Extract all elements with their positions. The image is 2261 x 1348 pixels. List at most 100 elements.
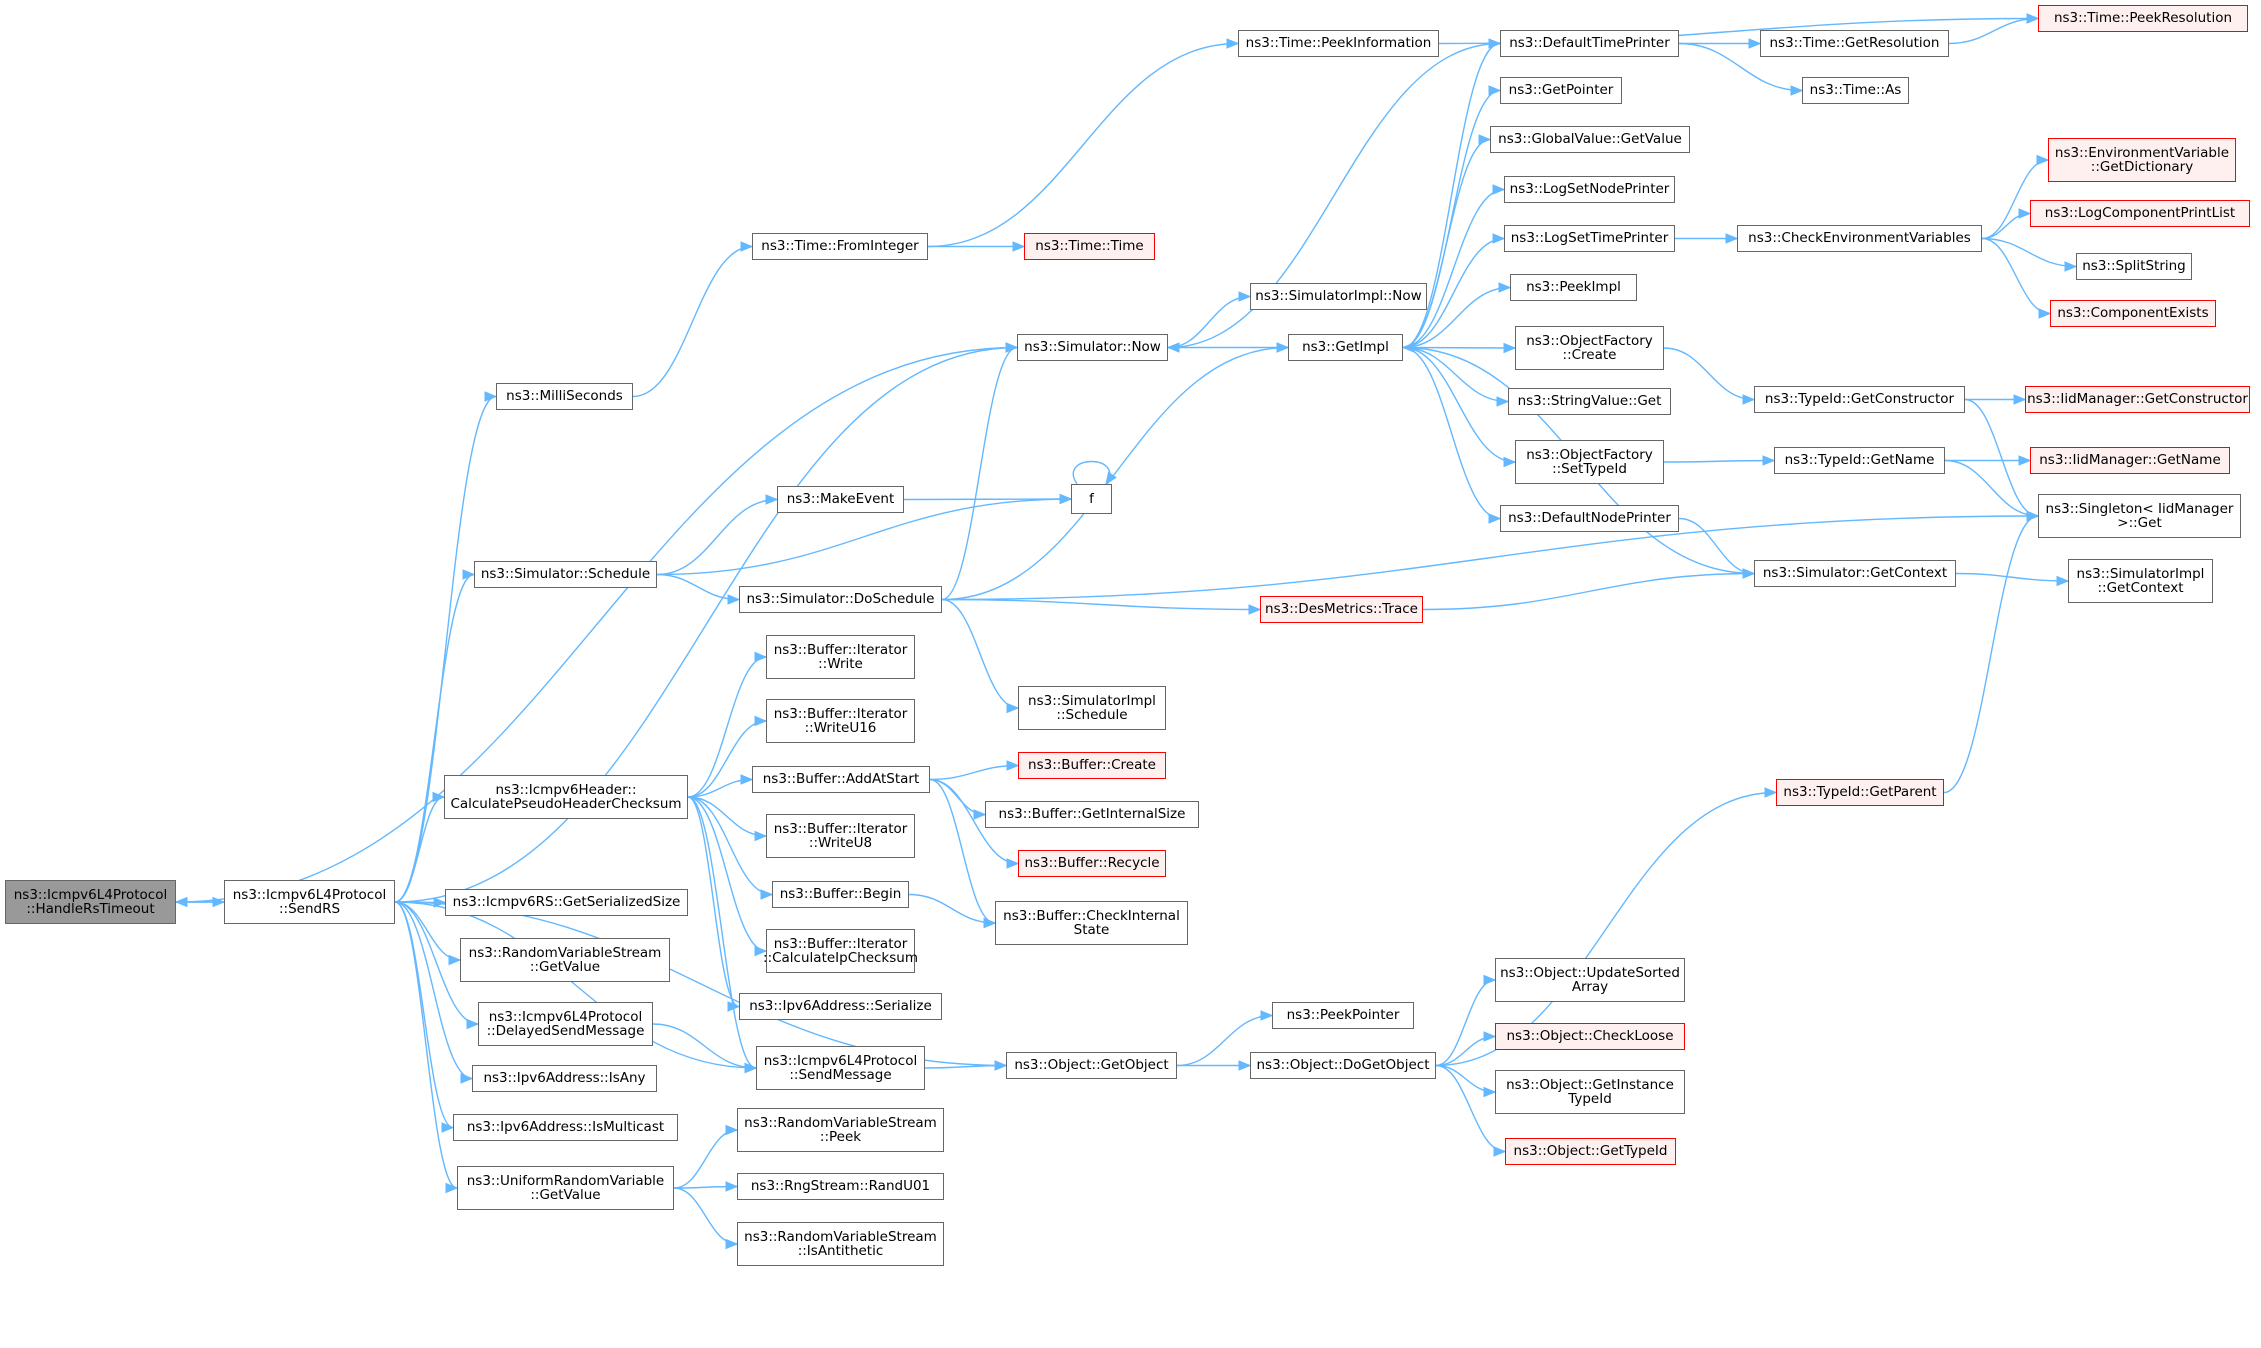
node-checkLoose[interactable]: ns3::Object::CheckLoose [1495, 1023, 1685, 1050]
node-bufAddAtStart[interactable]: ns3::Buffer::AddAtStart [752, 766, 930, 793]
arrowhead-icon [1764, 787, 1778, 798]
node-defaultTimePrinter[interactable]: ns3::DefaultTimePrinter [1500, 30, 1679, 57]
node-typeIdGetParent[interactable]: ns3::TypeId::GetParent [1776, 779, 1944, 806]
node-typeIdGetName[interactable]: ns3::TypeId::GetName [1774, 447, 1945, 474]
node-label: >::Get [2117, 515, 2162, 531]
node-label: ::GetContext [2097, 580, 2184, 596]
node-delayedSendMessage[interactable]: ns3::Icmpv6L4Protocol::DelayedSendMessag… [478, 1002, 653, 1046]
node-label: ns3::MilliSeconds [506, 388, 623, 405]
node-bufCreate[interactable]: ns3::Buffer::Create [1018, 752, 1166, 779]
node-sendRS[interactable]: ns3::Icmpv6L4Protocol::SendRS [224, 880, 395, 924]
edge-delayedSendMessage-to-sendMessage [652, 1023, 757, 1069]
node-defaultNodePrinter[interactable]: ns3::DefaultNodePrinter [1500, 505, 1679, 532]
edge-defaultTimePrinter-to-simulatorNow [1167, 42, 1501, 349]
node-timeTime[interactable]: ns3::Time::Time [1024, 233, 1155, 260]
arrowhead-icon [760, 889, 774, 900]
node-calcPseudo[interactable]: ns3::Icmpv6Header::CalculatePseudoHeader… [444, 775, 688, 819]
node-doSchedule[interactable]: ns3::Simulator::DoSchedule [739, 586, 942, 613]
node-label: ns3::SimulatorImpl [1028, 692, 1156, 709]
node-objFactoryCreate[interactable]: ns3::ObjectFactory::Create [1515, 326, 1664, 370]
node-getPointer[interactable]: ns3::GetPointer [1500, 77, 1622, 104]
node-desMetricsTrace[interactable]: ns3::DesMetrics::Trace [1260, 596, 1423, 623]
arrowhead-icon [1238, 1060, 1252, 1071]
arrowhead-icon [466, 1018, 480, 1030]
node-envVarGetDictionary[interactable]: ns3::EnvironmentVariable::GetDictionary [2048, 138, 2236, 182]
arrowhead-icon [754, 651, 768, 663]
node-simImplSchedule[interactable]: ns3::SimulatorImpl::Schedule [1018, 686, 1166, 730]
node-globalValueGetValue[interactable]: ns3::GlobalValue::GetValue [1490, 126, 1690, 153]
node-typeIdGetConstructor[interactable]: ns3::TypeId::GetConstructor [1754, 386, 1965, 413]
node-simulatorSchedule[interactable]: ns3::Simulator::Schedule [474, 561, 657, 588]
node-peekImpl[interactable]: ns3::PeekImpl [1510, 274, 1637, 301]
node-bufBegin[interactable]: ns3::Buffer::Begin [772, 881, 909, 908]
node-isAntithetic[interactable]: ns3::RandomVariableStream::IsAntithetic [737, 1222, 944, 1266]
edge-calcPseudo-to-sendMessage [687, 796, 757, 1069]
node-f[interactable]: f [1071, 484, 1112, 514]
node-timeAs[interactable]: ns3::Time::As [1802, 77, 1909, 104]
node-bufGetInternalSize[interactable]: ns3::Buffer::GetInternalSize [985, 801, 1199, 828]
node-label: ::CalculateIpChecksum [763, 950, 918, 966]
arrowhead-icon [727, 594, 741, 605]
node-rsGetSerializedSize[interactable]: ns3::Icmpv6RS::GetSerializedSize [445, 889, 688, 916]
node-singletonGet[interactable]: ns3::Singleton< IidManager>::Get [2038, 494, 2241, 538]
node-bufIterWriteU16[interactable]: ns3::Buffer::Iterator::WriteU16 [766, 699, 915, 743]
node-label: ns3::Buffer::Create [1028, 757, 1156, 774]
node-simGetContext[interactable]: ns3::Simulator::GetContext [1754, 560, 1956, 587]
node-peekInformation[interactable]: ns3::Time::PeekInformation [1238, 30, 1439, 57]
node-sendMessage[interactable]: ns3::Icmpv6L4Protocol::SendMessage [756, 1046, 925, 1090]
node-getImpl[interactable]: ns3::GetImpl [1288, 334, 1403, 361]
node-label: ns3::PeekPointer [1286, 1007, 1400, 1024]
node-bufIterWriteU8[interactable]: ns3::Buffer::Iterator::WriteU8 [766, 814, 915, 858]
node-iidGetName[interactable]: ns3::IidManager::GetName [2030, 447, 2230, 474]
node-bufIterCalcIp[interactable]: ns3::Buffer::Iterator::CalculateIpChecks… [763, 929, 918, 973]
node-rvsPeek[interactable]: ns3::RandomVariableStream::Peek [737, 1108, 944, 1152]
node-stringValueGet[interactable]: ns3::StringValue::Get [1508, 388, 1671, 415]
node-simImplNow[interactable]: ns3::SimulatorImpl::Now [1250, 283, 1427, 310]
edge-sendMessage-to-objGetObject [924, 1064, 1007, 1069]
node-timeGetResolution[interactable]: ns3::Time::GetResolution [1760, 30, 1949, 57]
node-timePeekResolution[interactable]: ns3::Time::PeekResolution [2038, 5, 2248, 32]
node-urvGetValue[interactable]: ns3::UniformRandomVariable::GetValue [457, 1166, 674, 1210]
edge-doGetObject-to-updateSortedArray [1435, 979, 1496, 1067]
node-checkEnvVars[interactable]: ns3::CheckEnvironmentVariables [1737, 225, 1982, 252]
node-ipv6Serialize[interactable]: ns3::Ipv6Address::Serialize [739, 993, 942, 1020]
edge-doSchedule-to-getImpl [941, 346, 1289, 601]
node-label: ::GetValue [529, 959, 601, 975]
node-label: ns3::LogSetNodePrinter [1509, 181, 1670, 198]
arrowhead-icon [1006, 858, 1020, 869]
node-objFactorySetTypeId[interactable]: ns3::ObjectFactory::SetTypeId [1515, 440, 1664, 484]
node-label: Array [1571, 979, 1609, 995]
node-splitString[interactable]: ns3::SplitString [2076, 253, 2192, 280]
node-randU01[interactable]: ns3::RngStream::RandU01 [737, 1173, 944, 1200]
node-label: ns3::Buffer::Iterator [773, 705, 908, 722]
node-componentExists[interactable]: ns3::ComponentExists [2050, 300, 2216, 327]
node-milliSeconds[interactable]: ns3::MilliSeconds [496, 383, 633, 410]
node-ipv6IsMulticast[interactable]: ns3::Ipv6Address::IsMulticast [453, 1114, 678, 1141]
node-bufRecycle[interactable]: ns3::Buffer::Recycle [1018, 850, 1166, 877]
node-logSetNodePrinter[interactable]: ns3::LogSetNodePrinter [1504, 176, 1675, 203]
node-peekPointer[interactable]: ns3::PeekPointer [1272, 1002, 1414, 1029]
edge-checkEnvVars-to-componentExists [1981, 237, 2051, 315]
node-objGetTypeId[interactable]: ns3::Object::GetTypeId [1505, 1138, 1676, 1165]
node-logSetTimePrinter[interactable]: ns3::LogSetTimePrinter [1504, 225, 1675, 252]
node-iidGetConstructor[interactable]: ns3::IidManager::GetConstructor [2025, 386, 2250, 413]
node-bufIterWrite[interactable]: ns3::Buffer::Iterator::Write [766, 635, 915, 679]
edge-defaultNodePrinter-to-simGetContext [1678, 517, 1755, 575]
node-objGetObject[interactable]: ns3::Object::GetObject [1006, 1052, 1177, 1079]
node-ipv6IsAny[interactable]: ns3::Ipv6Address::IsAny [472, 1065, 657, 1092]
arrowhead-icon [2026, 510, 2040, 522]
node-simulatorNow[interactable]: ns3::Simulator::Now [1017, 334, 1168, 361]
node-timeFromInteger[interactable]: ns3::Time::FromInteger [752, 233, 928, 260]
node-doGetObject[interactable]: ns3::Object::DoGetObject [1250, 1052, 1436, 1079]
edge-checkEnvVars-to-splitString [1981, 237, 2077, 268]
node-label: ns3::Buffer::Iterator [773, 820, 908, 837]
node-simImplGetContext[interactable]: ns3::SimulatorImpl::GetContext [2068, 559, 2213, 603]
node-makeEvent[interactable]: ns3::MakeEvent [777, 486, 904, 513]
node-label: ::SendRS [278, 901, 341, 917]
arrowhead-icon [725, 1124, 739, 1136]
node-rvsGetValue[interactable]: ns3::RandomVariableStream::GetValue [460, 938, 670, 982]
node-logComponentPrintList[interactable]: ns3::LogComponentPrintList [2030, 200, 2250, 227]
